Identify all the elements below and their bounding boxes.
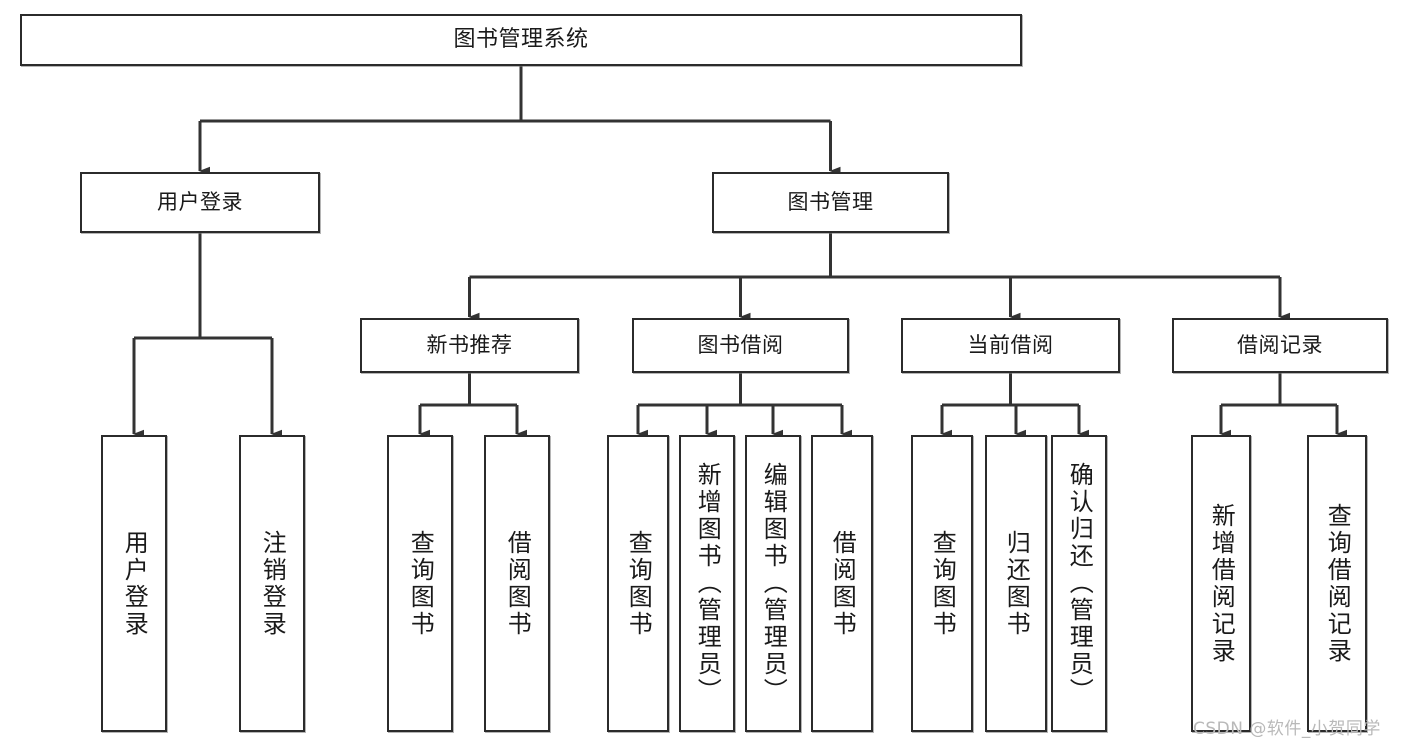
node-label: 查询图书 xyxy=(624,529,653,638)
node-borrow[interactable]: 图书借阅 xyxy=(632,318,849,373)
node-l-q3[interactable]: 查询图书 xyxy=(911,435,973,732)
node-label: 新书推荐 xyxy=(426,333,513,358)
node-label: 新增借阅记录 xyxy=(1207,502,1236,665)
node-l-login[interactable]: 用户登录 xyxy=(101,435,167,732)
node-label: 确认归还（管理员） xyxy=(1065,462,1094,705)
node-l-logout[interactable]: 注销登录 xyxy=(239,435,305,732)
node-l-edit[interactable]: 编辑图书（管理员） xyxy=(745,435,801,732)
node-label: 图书借阅 xyxy=(697,333,784,358)
node-l-b2[interactable]: 借阅图书 xyxy=(811,435,873,732)
node-label: 查询图书 xyxy=(928,529,957,638)
node-label: 用户登录 xyxy=(157,190,243,215)
node-label: 新增图书（管理员） xyxy=(693,462,722,705)
node-l-b1[interactable]: 借阅图书 xyxy=(484,435,550,732)
node-label: 注销登录 xyxy=(258,529,287,638)
watermark-text: CSDN @软件_小贺同学 xyxy=(1193,719,1381,739)
node-l-add[interactable]: 新增图书（管理员） xyxy=(679,435,735,732)
node-label: 用户登录 xyxy=(120,529,149,638)
node-label: 归还图书 xyxy=(1002,529,1031,638)
node-label: 借阅图书 xyxy=(503,529,532,638)
node-label: 图书管理系统 xyxy=(453,27,589,53)
node-label: 查询借阅记录 xyxy=(1323,502,1352,665)
node-l-addrec[interactable]: 新增借阅记录 xyxy=(1191,435,1251,732)
node-label: 借阅记录 xyxy=(1237,333,1323,358)
node-records[interactable]: 借阅记录 xyxy=(1172,318,1388,373)
node-l-qrec[interactable]: 查询借阅记录 xyxy=(1307,435,1367,732)
node-l-q1[interactable]: 查询图书 xyxy=(387,435,453,732)
node-newbook[interactable]: 新书推荐 xyxy=(360,318,579,373)
node-root[interactable]: 图书管理系统 xyxy=(20,14,1022,66)
node-bookmgmt[interactable]: 图书管理 xyxy=(712,172,949,233)
node-l-return[interactable]: 归还图书 xyxy=(985,435,1047,732)
node-label: 图书管理 xyxy=(787,190,874,215)
node-label: 借阅图书 xyxy=(828,529,857,638)
node-current[interactable]: 当前借阅 xyxy=(901,318,1120,373)
node-l-confirm[interactable]: 确认归还（管理员） xyxy=(1051,435,1107,732)
node-login[interactable]: 用户登录 xyxy=(80,172,320,233)
node-label: 当前借阅 xyxy=(967,333,1054,358)
connector-edges xyxy=(132,66,1347,439)
node-l-q2[interactable]: 查询图书 xyxy=(607,435,669,732)
node-label: 编辑图书（管理员） xyxy=(759,462,788,705)
node-label: 查询图书 xyxy=(406,529,435,638)
